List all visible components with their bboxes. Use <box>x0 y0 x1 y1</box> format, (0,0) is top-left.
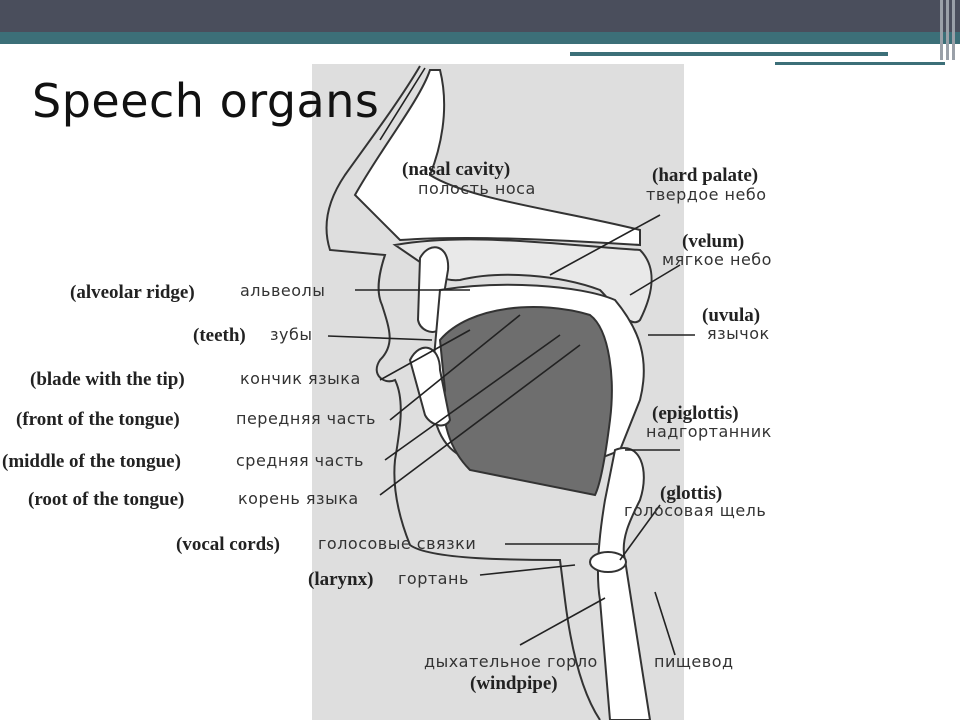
label-glottis-en: (glottis) <box>660 483 723 504</box>
label-epiglottis-ru: надгортанник <box>646 422 772 441</box>
label-root-tongue-ru: корень языка <box>238 489 359 508</box>
label-windpipe-ru: дыхательное горло <box>424 652 598 671</box>
label-nasal-cavity-ru: полость носа <box>418 179 536 198</box>
label-alveolar-ridge-ru: альвеолы <box>240 281 326 300</box>
label-root-tongue-en: (root of the tongue) <box>28 489 185 510</box>
pharynx-shape <box>596 447 652 720</box>
label-teeth-en: (teeth) <box>193 325 246 346</box>
lower-teeth-shape <box>408 346 452 427</box>
label-blade-en: (blade with the tip) <box>30 369 185 390</box>
pointer-lines <box>327 67 695 656</box>
label-uvula-en: (uvula) <box>702 305 761 326</box>
head-profile-outline <box>325 65 601 720</box>
accent-line <box>570 52 888 56</box>
label-front-tongue-ru: передняя часть <box>236 409 376 428</box>
label-velum-ru: мягкое небо <box>662 250 772 269</box>
header-bar <box>0 0 960 32</box>
window-edge-decoration <box>936 0 960 60</box>
accent-line <box>775 62 945 65</box>
nasal-cavity-shape <box>353 69 641 247</box>
label-vocal-cords-en: (vocal cords) <box>176 534 280 555</box>
header-accent-bar <box>0 32 960 44</box>
label-middle-tongue-ru: средняя часть <box>236 451 364 470</box>
tongue-shape <box>438 306 613 497</box>
label-epiglottis-en: (epiglottis) <box>652 403 739 424</box>
label-velum-en: (velum) <box>682 231 745 252</box>
label-blade-ru: кончик языка <box>240 369 361 388</box>
label-uvula-ru: язычок <box>707 324 770 343</box>
label-larynx-ru: гортань <box>398 569 469 588</box>
label-glottis-ru: голосовая щель <box>624 501 767 520</box>
label-hard-palate-ru: твердое небо <box>646 185 767 204</box>
label-nasal-cavity-en: (nasal cavity) <box>402 159 511 180</box>
label-middle-tongue-en: (middle of the tongue) <box>2 451 181 472</box>
label-windpipe-en: (windpipe) <box>470 673 558 694</box>
label-front-tongue-en: (front of the tongue) <box>16 409 180 430</box>
label-teeth-ru: зубы <box>270 325 313 344</box>
label-vocal-cords-ru: голосовые связки <box>318 534 477 553</box>
slide-title: Speech organs <box>32 74 380 128</box>
vocal-cords-shape <box>589 551 627 573</box>
label-alveolar-ridge-en: (alveolar ridge) <box>70 282 195 303</box>
label-larynx-en: (larynx) <box>308 569 374 590</box>
label-esophagus-ru: пищевод <box>654 652 734 671</box>
label-hard-palate-en: (hard palate) <box>652 165 759 186</box>
